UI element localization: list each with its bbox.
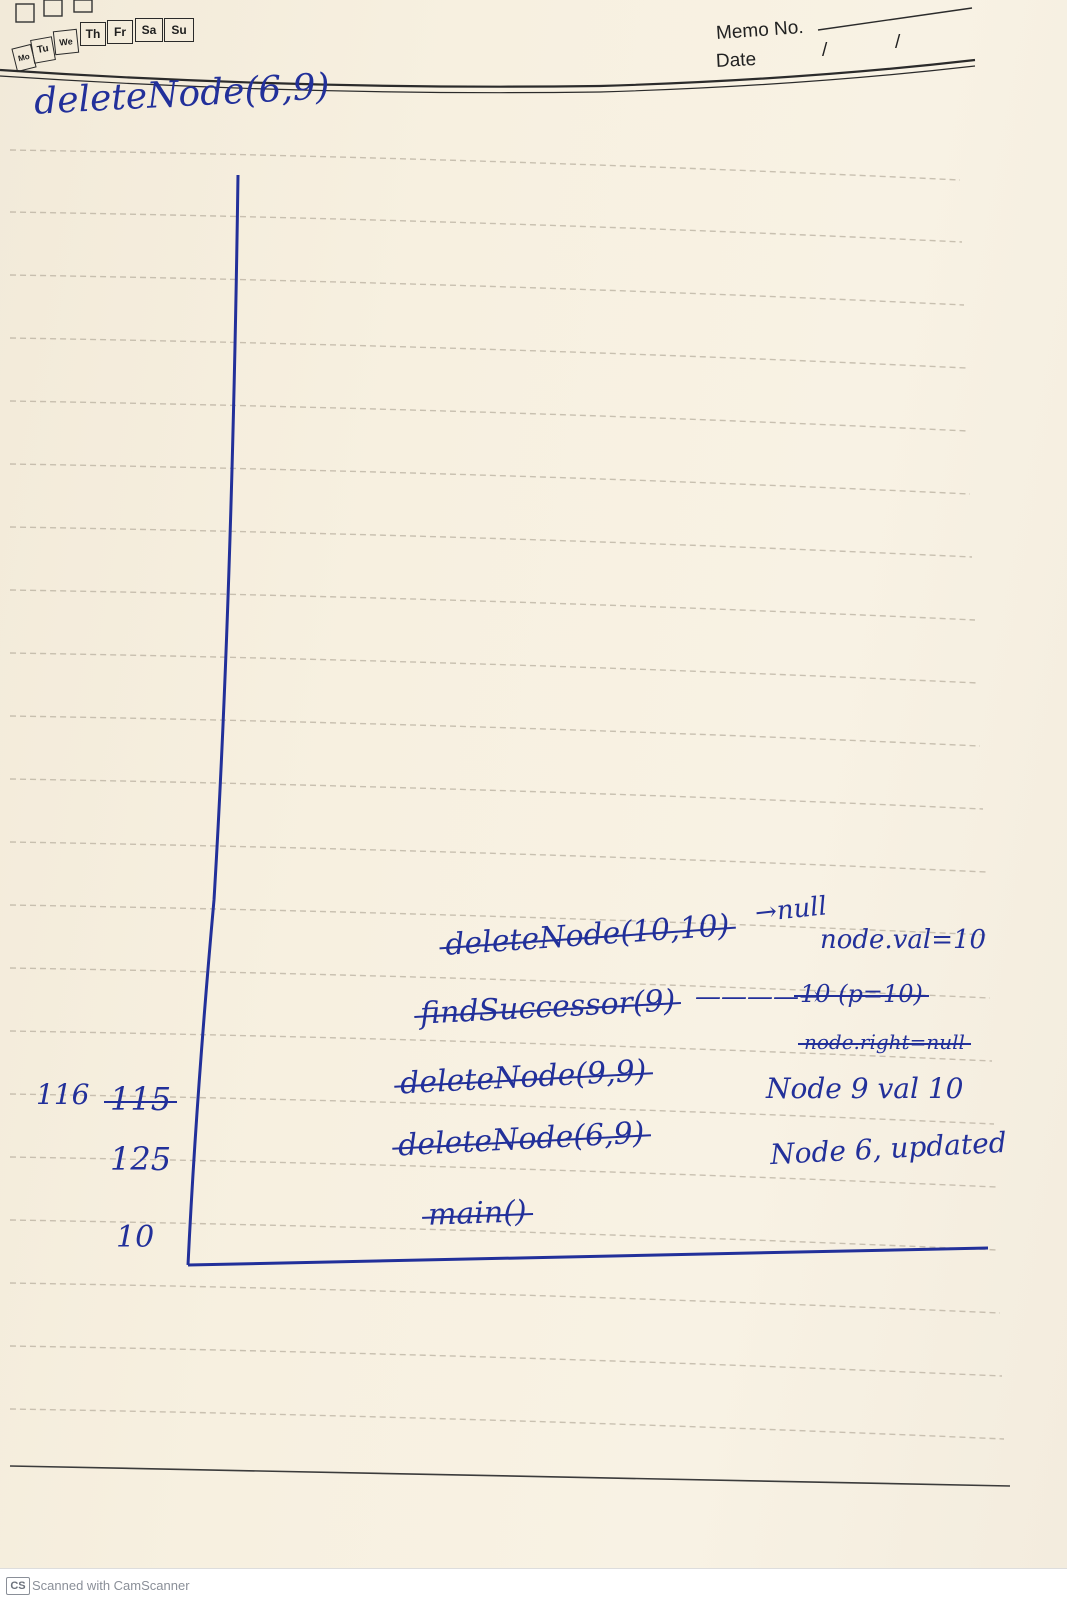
date-separator: /	[822, 40, 828, 61]
node9-annotation: Node 9 val 10	[766, 1072, 964, 1105]
header-calendar-icon	[15, 0, 93, 23]
date-separator: /	[895, 32, 901, 53]
node-val-annotation: node.val=10	[820, 925, 987, 955]
date-label: Date	[715, 48, 757, 73]
scanner-footer: CS Scanned with CamScanner	[0, 1568, 1067, 1601]
successor-annotation: 10 (p=10)	[794, 980, 929, 1008]
page-ruling	[0, 7, 1011, 1487]
weekday-we[interactable]: We	[52, 28, 80, 56]
scanner-watermark: Scanned with CamScanner	[32, 1578, 190, 1593]
node-right-annotation: node.right=null	[798, 1030, 971, 1054]
weekday-fr[interactable]: Fr	[107, 20, 133, 44]
notebook-page: Mo Tu We Th Fr Sa Su Memo No. Date / / d…	[0, 0, 1067, 1568]
margin-number: 10	[116, 1220, 155, 1255]
margin-number: 115	[103, 1080, 178, 1118]
weekday-th[interactable]: Th	[80, 22, 106, 46]
weekday-sa[interactable]: Sa	[135, 18, 163, 42]
weekday-tu[interactable]: Tu	[30, 36, 56, 64]
weekday-su[interactable]: Su	[164, 18, 194, 42]
camscanner-logo-icon: CS	[6, 1577, 30, 1595]
margin-number: 116	[36, 1078, 90, 1111]
stack-frame: main()	[427, 1194, 528, 1233]
margin-number: 125	[110, 1140, 172, 1178]
